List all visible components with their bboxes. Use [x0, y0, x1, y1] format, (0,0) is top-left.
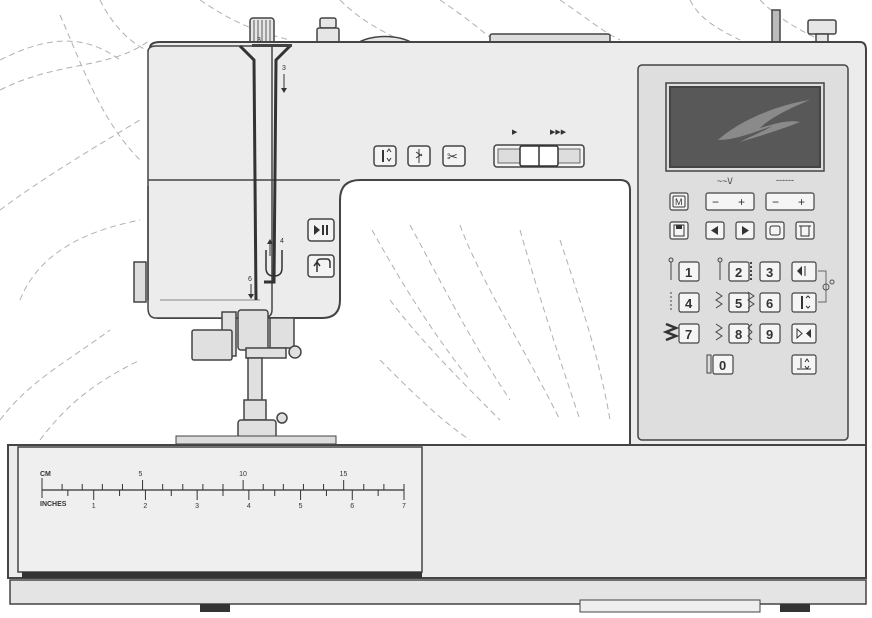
ruler-inch-mark: 1	[92, 503, 96, 510]
reverse-button[interactable]	[307, 254, 335, 278]
stitch-pattern-icons	[662, 257, 755, 374]
reverse-stitch-small-button[interactable]	[407, 145, 431, 167]
ruler-inch-mark: 2	[143, 503, 147, 510]
needle-up-down-button[interactable]	[373, 145, 397, 167]
digit-key-9[interactable]: 9	[759, 323, 781, 344]
speed-max-icon: ▶▶▶	[550, 129, 567, 136]
head-front-face	[147, 45, 273, 319]
arrow-right-icon	[742, 226, 749, 235]
thread-guide-mark-2: 3	[282, 65, 286, 72]
ruler-inch-mark: 4	[247, 503, 251, 510]
digit-key-label: 1	[685, 265, 692, 280]
digit-key-label: 2	[735, 265, 742, 280]
thread-top-mark: 3	[257, 37, 261, 44]
ruler-cm-mark: 10	[239, 471, 247, 478]
screen-logo	[718, 100, 810, 142]
length-minus-label: −	[772, 195, 779, 209]
digit-key-4[interactable]: 4	[678, 292, 700, 313]
delete-button[interactable]	[795, 221, 815, 240]
width-minus-label: −	[712, 195, 719, 209]
stitch-length-label: ------	[776, 175, 794, 185]
background-thread-lines	[0, 0, 821, 441]
speed-slider[interactable]	[493, 144, 585, 168]
speed-min-icon: ▶	[512, 129, 518, 136]
memory-label: M	[675, 197, 683, 207]
start-stop-button[interactable]	[307, 218, 335, 242]
digit-key-3[interactable]: 3	[759, 261, 781, 282]
ruler-inch-mark: 7	[402, 503, 406, 510]
accessory-tray	[17, 446, 423, 573]
top-knobs	[249, 9, 837, 49]
settings-gear-icon	[822, 279, 835, 291]
digit-key-label: 9	[766, 327, 773, 342]
width-adjust-rocker[interactable]: − +	[705, 192, 755, 211]
needle-position-button[interactable]	[791, 292, 817, 313]
thread-guide-mark-6: 6	[248, 276, 252, 283]
scissors-icon: ✂	[447, 150, 458, 165]
needle-stop-up-button[interactable]	[791, 261, 817, 282]
save-icon	[676, 225, 682, 229]
digit-keypad: 1 2 3 4 5 6 7 8 9 0	[678, 261, 781, 375]
save-button[interactable]	[669, 221, 689, 240]
mirror-icon	[769, 225, 781, 236]
arrow-left-button[interactable]	[705, 221, 725, 240]
memory-button[interactable]: M	[669, 192, 689, 211]
ruler: 5 10 15 1 2 3 4 5 6 7	[41, 471, 406, 510]
ruler-inch-mark: 6	[350, 503, 354, 510]
digit-key-label: 3	[766, 265, 773, 280]
digit-key-label: 4	[685, 296, 693, 311]
digit-key-0[interactable]: 0	[712, 354, 734, 375]
digit-key-1[interactable]: 1	[678, 261, 700, 282]
head-button-group: ✂ ▶ ▶▶▶	[307, 129, 585, 278]
digit-key-label: 0	[719, 358, 726, 373]
ruler-inch-mark: 5	[299, 503, 303, 510]
thread-guide-mark-4: 4	[280, 238, 284, 245]
thread-cutter-button[interactable]: ✂	[442, 145, 466, 167]
ruler-inch-mark: 3	[195, 503, 199, 510]
mirror-button[interactable]	[765, 221, 785, 240]
ruler-inches-label: INCHES	[40, 501, 67, 508]
width-plus-label: +	[738, 195, 745, 209]
digit-key-label: 5	[735, 296, 742, 311]
auto-lock-button[interactable]	[791, 354, 817, 375]
arrow-right-button[interactable]	[735, 221, 755, 240]
digit-key-6[interactable]: 6	[759, 292, 781, 313]
ruler-cm-label: CM	[40, 471, 51, 478]
ruler-cm-mark: 5	[139, 471, 143, 478]
mirror-horizontal-button[interactable]	[791, 323, 817, 344]
thread-guide-slot	[238, 44, 292, 301]
digit-key-label: 6	[766, 296, 773, 311]
digit-key-5[interactable]: 5	[728, 292, 750, 313]
digit-key-label: 8	[735, 327, 742, 342]
digit-key-8[interactable]: 8	[728, 323, 750, 344]
length-plus-label: +	[798, 195, 805, 209]
digit-key-7[interactable]: 7	[678, 323, 700, 344]
presser-foot-assembly	[133, 261, 302, 439]
digit-key-label: 7	[685, 327, 692, 342]
arrow-left-icon	[711, 226, 718, 235]
length-adjust-rocker[interactable]: − +	[765, 192, 815, 211]
stitch-width-label: ~~\/	[717, 176, 733, 186]
ruler-cm-mark: 15	[340, 471, 348, 478]
digit-key-2[interactable]: 2	[728, 261, 750, 282]
